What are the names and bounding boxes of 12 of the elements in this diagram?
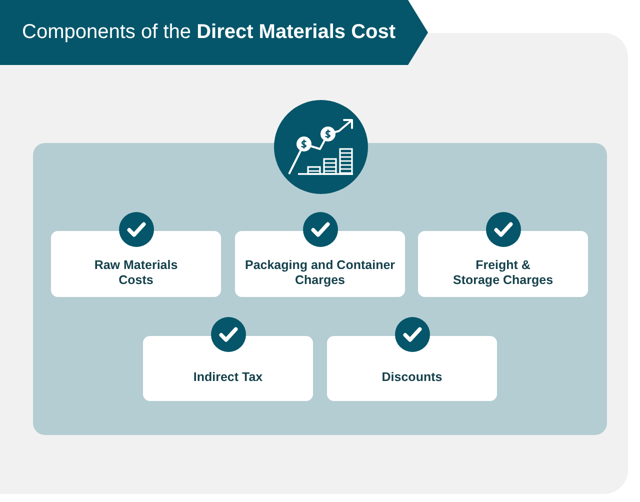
card-label: Indirect Tax [193, 370, 263, 385]
card-label: Freight & Storage Charges [452, 258, 554, 288]
content-panel [33, 143, 607, 435]
component-card [327, 336, 497, 401]
component-card [51, 231, 221, 297]
component-card [235, 231, 405, 297]
title: Components of the Direct Materials Cost [22, 20, 396, 44]
card-label: Raw Materials Costs [93, 258, 179, 288]
card-label: Packaging and Container Charges [244, 258, 396, 288]
component-card [143, 336, 313, 401]
card-label: Discounts [382, 370, 442, 385]
component-card [418, 231, 588, 297]
